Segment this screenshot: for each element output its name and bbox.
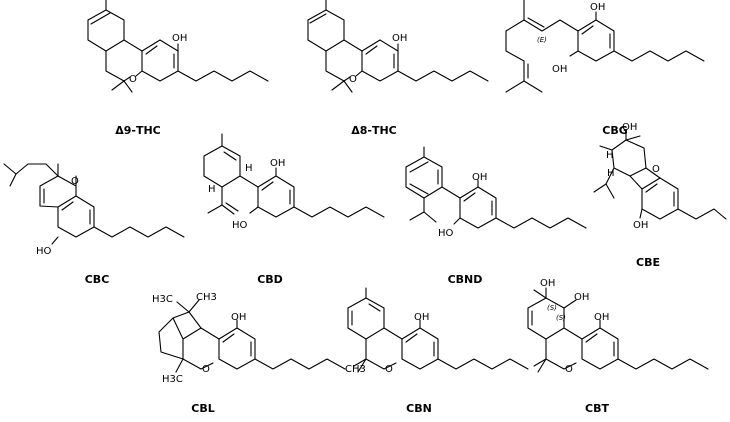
- caption-cbg: CBG: [602, 124, 628, 137]
- d8-o-label: O: [349, 74, 357, 85]
- cbl-ch3-label: CH3: [345, 364, 366, 375]
- cbg-oh-label: OH: [590, 2, 605, 13]
- cbt-o-label: O: [565, 364, 573, 375]
- cbl-h3c2-label: H3C: [162, 374, 183, 385]
- structure-cbt: [527, 287, 709, 373]
- cbl-ch3-top-label: CH3: [196, 292, 217, 303]
- cbt-oh-label: OH: [594, 312, 609, 323]
- cbe-oh2-label: OH: [633, 220, 648, 231]
- cbn-o-label: O: [385, 364, 393, 375]
- cbt-oh2-label: OH: [540, 278, 555, 289]
- cbg-e-label: (E): [537, 36, 547, 44]
- cbd-ho-label: HO: [232, 220, 248, 231]
- structure-cbn: [347, 287, 529, 373]
- caption-cbd: CBD: [257, 273, 283, 286]
- cbt-s2-label: (S): [556, 314, 566, 322]
- cbe-o-label: O: [652, 164, 660, 175]
- structure-d8-thc: [307, 0, 489, 93]
- cbd-oh-label: OH: [270, 158, 285, 169]
- d9-o-label: O: [129, 74, 137, 85]
- structure-cbd: [203, 133, 385, 218]
- cbt-oh3-label: OH: [574, 292, 589, 303]
- cbc-o-label: O: [71, 176, 79, 187]
- caption-cbt: CBT: [585, 402, 609, 415]
- cbl-oh-label: OH: [231, 312, 246, 323]
- caption-cbnd: CBND: [448, 273, 483, 286]
- cbe-h1-label: H: [606, 150, 614, 161]
- cbd-h2-label: H: [208, 184, 216, 195]
- cbg-oh2-label: OH: [552, 64, 567, 75]
- cbe-oh-label: OH: [622, 122, 637, 133]
- structure-cbc: [3, 163, 185, 245]
- structure-cbe: [593, 129, 727, 220]
- cbnd-ho-label: HO: [438, 228, 454, 239]
- cbc-ho-label: HO: [36, 246, 52, 257]
- caption-cbe: CBE: [636, 256, 660, 269]
- d8-oh-label: OH: [392, 33, 407, 44]
- cbl-h3c-label: H3C: [152, 294, 173, 305]
- structure-cbnd: [405, 146, 587, 229]
- cbe-h2-label: H: [607, 168, 615, 179]
- structure-d9-thc: [87, 0, 269, 93]
- cbd-h1-label: H: [245, 163, 253, 174]
- cbl-o-label: O: [202, 364, 210, 375]
- caption-d8-thc: Δ8-THC: [351, 124, 397, 137]
- cbt-s1-label: (S): [547, 304, 557, 312]
- cbn-oh-label: OH: [414, 312, 429, 323]
- caption-cbn: CBN: [406, 402, 432, 415]
- structure-cbg: [505, 0, 705, 93]
- caption-d9-thc: Δ9-THC: [115, 124, 161, 137]
- caption-cbc: CBC: [85, 273, 110, 286]
- caption-cbl: CBL: [191, 402, 214, 415]
- cbnd-oh-label: OH: [472, 172, 487, 183]
- d9-oh-label: OH: [172, 33, 187, 44]
- structure-cbl: [158, 299, 346, 373]
